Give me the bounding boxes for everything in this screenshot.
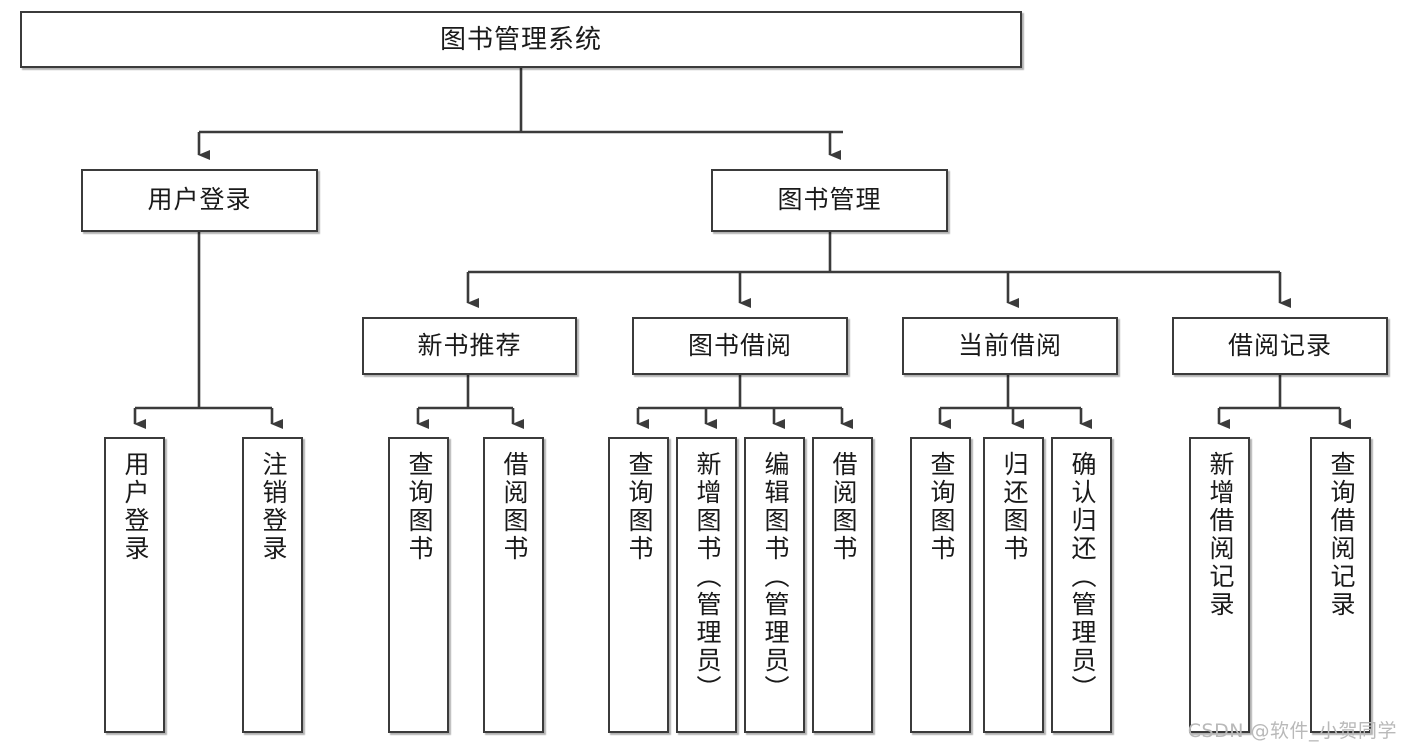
node-label: 借阅图书	[829, 451, 857, 563]
node-label: 用户登录	[147, 186, 252, 215]
node-label: 新增借阅记录	[1206, 451, 1234, 619]
leaf-return-book[interactable]: 归还图书	[983, 437, 1044, 733]
node-label: 新增图书（管理员）	[693, 451, 721, 703]
node-label: 归还图书	[1000, 451, 1028, 563]
node-label: 查询借阅记录	[1327, 451, 1355, 619]
node-root-book-management-system[interactable]: 图书管理系统	[20, 11, 1022, 68]
node-label: 图书管理	[777, 186, 882, 215]
leaf-add-book-admin[interactable]: 新增图书（管理员）	[676, 437, 737, 733]
node-label: 查询图书	[405, 451, 433, 563]
leaf-search-book[interactable]: 查询图书	[608, 437, 669, 733]
node-label: 当前借阅	[957, 331, 1062, 360]
node-book-management[interactable]: 图书管理	[711, 169, 948, 232]
node-new-book-recommendation[interactable]: 新书推荐	[362, 317, 577, 375]
leaf-confirm-return-admin[interactable]: 确认归还（管理员）	[1051, 437, 1112, 733]
leaf-search-book-current[interactable]: 查询图书	[910, 437, 971, 733]
leaf-search-book-rec[interactable]: 查询图书	[388, 437, 449, 733]
node-current-borrow[interactable]: 当前借阅	[902, 317, 1118, 375]
node-label: 新书推荐	[417, 331, 522, 360]
node-label: 查询图书	[927, 451, 955, 563]
node-label: 用户登录	[121, 451, 149, 563]
node-label: 图书管理系统	[439, 23, 602, 54]
node-user-login[interactable]: 用户登录	[81, 169, 318, 232]
node-borrow-record[interactable]: 借阅记录	[1172, 317, 1388, 375]
leaf-logout[interactable]: 注销登录	[242, 437, 303, 733]
leaf-borrow-book[interactable]: 借阅图书	[812, 437, 873, 733]
node-book-borrow[interactable]: 图书借阅	[632, 317, 848, 375]
leaf-add-borrow-record[interactable]: 新增借阅记录	[1189, 437, 1250, 733]
node-label: 编辑图书（管理员）	[761, 451, 789, 703]
leaf-search-borrow-record[interactable]: 查询借阅记录	[1310, 437, 1371, 733]
node-label: 借阅图书	[500, 451, 528, 563]
node-label: 查询图书	[625, 451, 653, 563]
leaf-borrow-book-rec[interactable]: 借阅图书	[483, 437, 544, 733]
leaf-edit-book-admin[interactable]: 编辑图书（管理员）	[744, 437, 805, 733]
node-label: 借阅记录	[1227, 331, 1332, 360]
watermark: CSDN @软件_小贺同学	[1187, 720, 1397, 742]
node-label: 确认归还（管理员）	[1068, 451, 1096, 703]
leaf-user-login[interactable]: 用户登录	[104, 437, 165, 733]
node-label: 注销登录	[259, 451, 287, 563]
node-label: 图书借阅	[687, 331, 792, 360]
